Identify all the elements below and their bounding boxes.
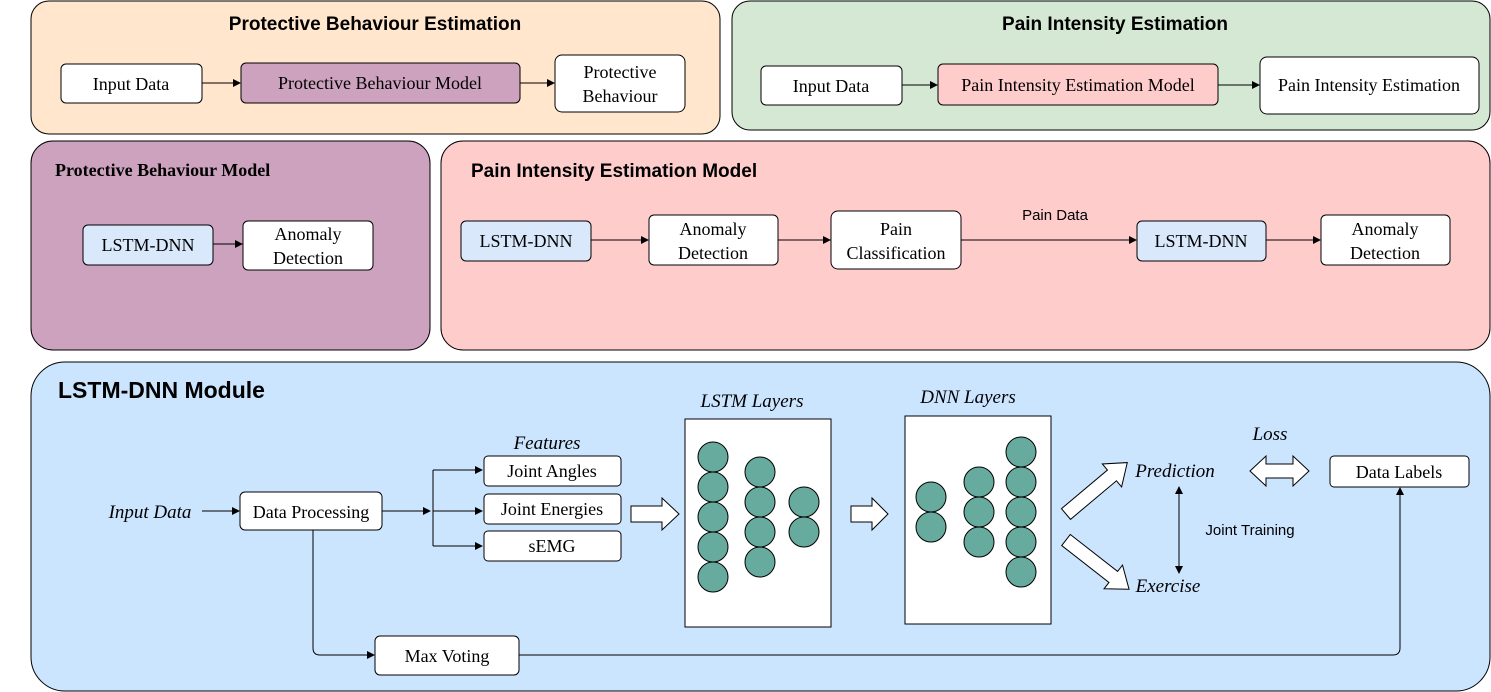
neuron bbox=[788, 516, 820, 548]
pain-output-label: Pain Intensity Estimation bbox=[1278, 75, 1460, 95]
pain-data-label: Pain Data bbox=[1022, 207, 1089, 224]
pain-lstm-box-1: LSTM-DNN bbox=[460, 220, 592, 262]
pain-input-label: Input Data bbox=[793, 76, 869, 96]
exercise-label: Exercise bbox=[1135, 576, 1201, 597]
protective-output-line2: Behaviour bbox=[583, 86, 658, 106]
protective-anomaly-line2: Detection bbox=[273, 248, 343, 268]
pain-classification-box: Pain Classification bbox=[830, 210, 962, 270]
protective-output-box: Protective Behaviour bbox=[554, 54, 686, 113]
pain-estimation-title: Pain Intensity Estimation bbox=[1002, 14, 1228, 35]
block-arrow-right bbox=[850, 496, 889, 532]
pain-model-label: Pain Intensity Estimation Model bbox=[961, 75, 1194, 95]
neuron bbox=[1005, 556, 1037, 588]
protective-anomaly-box: Anomaly Detection bbox=[242, 220, 374, 271]
block-arrow-down-right bbox=[1060, 533, 1130, 590]
pain-anomaly-box-1: Anomaly Detection bbox=[648, 214, 779, 266]
feature-semg: sEMG bbox=[483, 530, 622, 562]
protective-model-label: Protective Behaviour Model bbox=[278, 73, 482, 93]
protective-anomaly-line1: Anomaly bbox=[275, 224, 342, 244]
connector-processing-to-voting bbox=[312, 530, 375, 659]
pain-lstm-box-2: LSTM-DNN bbox=[1136, 220, 1267, 262]
feature-connectors bbox=[382, 466, 483, 550]
neuron bbox=[1005, 436, 1037, 468]
pain-lstm-label-2: LSTM-DNN bbox=[1155, 231, 1248, 251]
neuron bbox=[1005, 466, 1037, 498]
connector-voting-to-labels bbox=[519, 487, 1404, 656]
neuron bbox=[744, 456, 776, 488]
feature-label: Joint Energies bbox=[501, 499, 603, 519]
joint-training-arrow bbox=[1175, 486, 1183, 574]
protective-output-line1: Protective bbox=[584, 62, 657, 82]
max-voting-label: Max Voting bbox=[405, 646, 490, 666]
neuron bbox=[963, 526, 995, 558]
pain-anomaly2-line1: Anomaly bbox=[1352, 219, 1419, 239]
data-processing-label: Data Processing bbox=[253, 502, 369, 522]
lstm-layers-label: LSTM Layers bbox=[700, 391, 804, 412]
pain-classification-line2: Classification bbox=[847, 243, 946, 263]
features-label: Features bbox=[513, 433, 581, 454]
neuron bbox=[1005, 496, 1037, 528]
pain-anomaly1-line2: Detection bbox=[678, 243, 748, 263]
lstm-dnn-module-panel: LSTM-DNN Module Input Data Data Processi… bbox=[30, 361, 1491, 692]
neuron bbox=[915, 511, 947, 543]
pain-input-box: Input Data bbox=[760, 65, 903, 106]
feature-label: Joint Angles bbox=[507, 461, 597, 481]
pain-anomaly2-line2: Detection bbox=[1350, 243, 1420, 263]
feature-joint-energies: Joint Energies bbox=[483, 493, 622, 525]
protective-lstm-box: LSTM-DNN bbox=[82, 224, 214, 266]
module-input-label: Input Data bbox=[108, 502, 192, 523]
pain-estimation-panel: Pain Intensity Estimation Input Data Pai… bbox=[731, 0, 1491, 131]
protective-model-box: Protective Behaviour Model bbox=[240, 62, 521, 104]
protective-model-panel: Protective Behaviour Model LSTM-DNN Anom… bbox=[30, 140, 431, 351]
neuron bbox=[697, 561, 729, 593]
neuron bbox=[788, 486, 820, 518]
max-voting-box: Max Voting bbox=[374, 635, 520, 676]
pain-lstm-label-1: LSTM-DNN bbox=[480, 231, 573, 251]
feature-joint-angles: Joint Angles bbox=[483, 455, 622, 487]
neuron bbox=[697, 471, 729, 503]
block-arrow-right bbox=[630, 496, 680, 532]
neuron bbox=[963, 496, 995, 528]
dnn-neurons bbox=[915, 436, 1037, 588]
loss-double-arrow bbox=[1249, 454, 1310, 488]
protective-estimation-title: Protective Behaviour Estimation bbox=[229, 14, 521, 35]
loss-label: Loss bbox=[1252, 424, 1288, 445]
prediction-label: Prediction bbox=[1134, 461, 1215, 482]
protective-input-label: Input Data bbox=[93, 74, 169, 94]
data-labels-box: Data Labels bbox=[1329, 455, 1470, 488]
neuron bbox=[1005, 526, 1037, 558]
pain-classification-line1: Pain bbox=[880, 219, 912, 239]
protective-lstm-label: LSTM-DNN bbox=[102, 235, 195, 255]
pain-anomaly1-line1: Anomaly bbox=[680, 219, 747, 239]
neuron bbox=[744, 516, 776, 548]
neuron bbox=[697, 441, 729, 473]
protective-estimation-panel: Protective Behaviour Estimation Input Da… bbox=[30, 0, 721, 135]
joint-training-label: Joint Training bbox=[1205, 522, 1294, 539]
neuron bbox=[744, 486, 776, 518]
pain-model-title: Pain Intensity Estimation Model bbox=[471, 161, 757, 182]
dnn-layers-label: DNN Layers bbox=[919, 387, 1016, 408]
neuron bbox=[744, 546, 776, 578]
neuron bbox=[915, 481, 947, 513]
protective-model-title: Protective Behaviour Model bbox=[55, 160, 270, 180]
data-labels-label: Data Labels bbox=[1356, 462, 1442, 482]
protective-input-box: Input Data bbox=[60, 63, 203, 104]
pain-anomaly-box-2: Anomaly Detection bbox=[1320, 214, 1451, 266]
feature-label: sEMG bbox=[528, 536, 575, 556]
neuron bbox=[697, 531, 729, 563]
pain-model-box: Pain Intensity Estimation Model bbox=[937, 63, 1219, 106]
pain-model-panel: Pain Intensity Estimation Model LSTM-DNN… bbox=[440, 140, 1491, 351]
pain-output-box: Pain Intensity Estimation bbox=[1259, 56, 1480, 115]
module-title: LSTM-DNN Module bbox=[58, 377, 265, 403]
block-arrow-up-right bbox=[1060, 462, 1128, 521]
neuron bbox=[963, 466, 995, 498]
neuron bbox=[697, 501, 729, 533]
lstm-neurons bbox=[697, 441, 820, 593]
data-processing-box: Data Processing bbox=[239, 491, 383, 531]
